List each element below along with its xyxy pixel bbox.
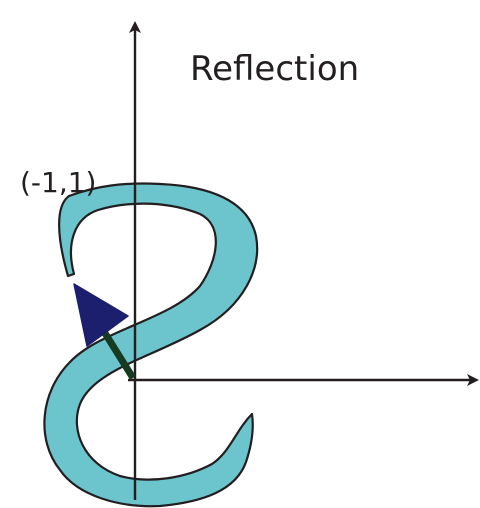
point-label: (-1,1) — [20, 166, 96, 199]
diagram-title: Reflection — [190, 49, 359, 89]
reflected-glyph — [43, 182, 259, 508]
arrow-up-left-icon — [73, 283, 129, 347]
